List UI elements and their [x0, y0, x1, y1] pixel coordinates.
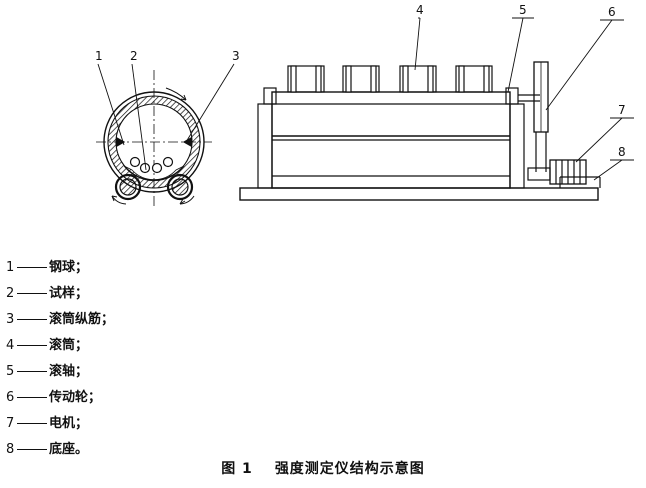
machine-side-view: [239, 17, 634, 201]
callout-1: 1: [95, 49, 103, 63]
callout-3: 3: [232, 49, 240, 63]
legend-dash: [17, 397, 47, 398]
figure-number: 图 1: [221, 461, 253, 477]
figure-caption: 图 1 强度测定仪结构示意图: [0, 458, 646, 478]
figure-title: 强度测定仪结构示意图: [274, 461, 425, 477]
drum-cross-section: [96, 63, 235, 208]
legend-dash: [17, 449, 47, 450]
legend-dash: [17, 267, 47, 268]
legend-number: 8: [6, 442, 15, 457]
legend-dash: [17, 423, 47, 424]
legend-label: 滚轴；: [49, 364, 89, 379]
callout-2: 2: [130, 49, 138, 63]
legend-label: 滚筒纵筋；: [49, 312, 115, 327]
legend-item: 8 底座。: [6, 437, 266, 463]
legend-dash: [17, 319, 47, 320]
callout-5: 5: [519, 3, 527, 17]
legend-label: 试样；: [49, 286, 89, 301]
legend-number: 3: [6, 312, 15, 327]
legend-label: 滚筒；: [49, 338, 89, 353]
legend-item: 1 钢球；: [6, 255, 266, 281]
legend-item: 5 滚轴；: [6, 359, 266, 385]
legend-number: 5: [6, 364, 15, 379]
legend-number: 2: [6, 286, 15, 301]
callout-8: 8: [618, 145, 626, 159]
legend-item: 2 试样；: [6, 281, 266, 307]
legend-label: 底座。: [49, 442, 89, 457]
legend-number: 1: [6, 260, 15, 275]
legend-number: 4: [6, 338, 15, 353]
callout-6: 6: [608, 5, 616, 19]
legend-item: 6 传动轮；: [6, 385, 266, 411]
legend-dash: [17, 293, 47, 294]
legend-label: 传动轮；: [49, 390, 102, 405]
legend-label: 电机；: [49, 416, 89, 431]
legend-list: 1 钢球； 2 试样； 3 滚筒纵筋； 4 滚筒； 5 滚轴； 6 传动轮； 7 电机； 8 底…: [6, 255, 266, 463]
callout-7: 7: [618, 103, 626, 117]
legend-number: 6: [6, 390, 15, 405]
callout-4: 4: [416, 3, 424, 17]
legend-label: 钢球；: [49, 260, 89, 275]
legend-item: 7 电机；: [6, 411, 266, 437]
legend-dash: [17, 371, 47, 372]
legend-number: 7: [6, 416, 15, 431]
legend-dash: [17, 345, 47, 346]
legend-item: 3 滚筒纵筋；: [6, 307, 266, 333]
structure-diagram: 1 2 3: [95, 3, 634, 208]
legend-item: 4 滚筒；: [6, 333, 266, 359]
